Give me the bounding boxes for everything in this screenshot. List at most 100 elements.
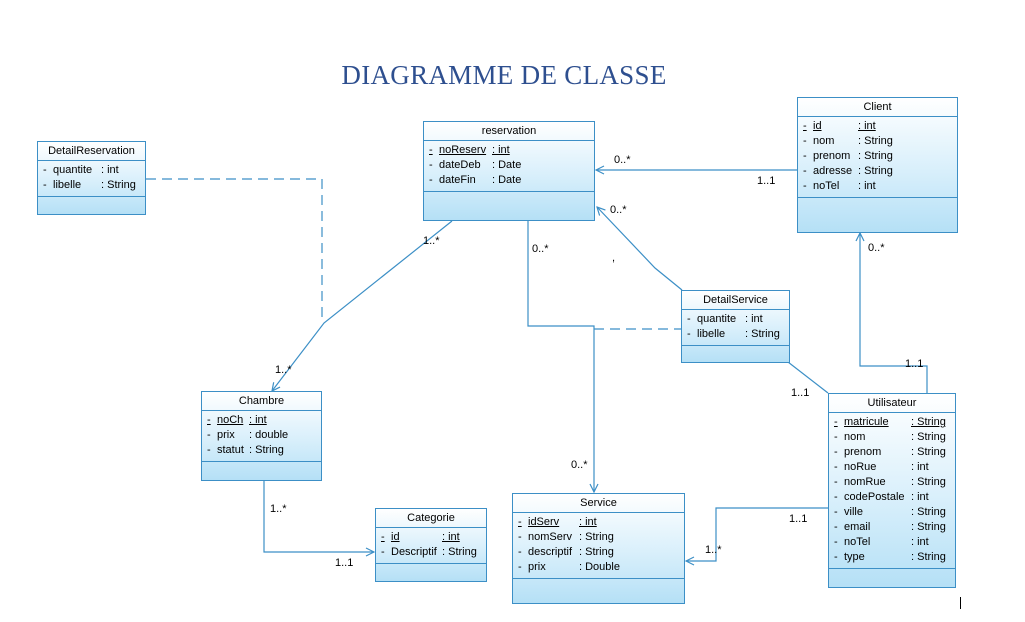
attribute-type: : int	[249, 414, 267, 426]
attribute-row: - nom : String	[829, 430, 955, 445]
attribute-name: noTel	[844, 536, 871, 548]
class-categorie[interactable]: Categorie - id : int - Descriptif : Stri…	[375, 508, 487, 582]
class-utilisateur[interactable]: Utilisateur - matricule : String - nom :…	[828, 393, 956, 588]
attribute-name: nom	[813, 135, 835, 147]
attribute-visibility: -	[803, 120, 807, 132]
assoc-utilisateur-client	[860, 233, 928, 393]
attribute-type: : String	[858, 165, 893, 177]
multiplicity-label: 0..*	[571, 459, 588, 471]
attribute-type: : String	[911, 416, 946, 428]
attribute-row: - statut : String	[202, 443, 321, 458]
attribute-type: : String	[911, 446, 946, 458]
class-name: Client	[798, 98, 957, 117]
class-name: Service	[513, 494, 684, 513]
assoc-chambre-categorie	[263, 481, 374, 552]
attribute-name: noTel	[813, 180, 840, 192]
attribute-type: : int	[911, 536, 929, 548]
attribute-compartment: - noReserv : int - dateDeb : Date - date…	[424, 141, 594, 192]
attribute-name: id	[391, 531, 400, 543]
attribute-name: matricule	[844, 416, 889, 428]
class-detailreservation[interactable]: DetailReservation - quantite : int - lib…	[37, 141, 146, 215]
attribute-type: : double	[249, 429, 289, 441]
multiplicity-label: 1..*	[423, 235, 440, 247]
attribute-row: - matricule : String	[829, 415, 955, 430]
multiplicity-label: 1..1	[757, 175, 776, 187]
attribute-name: descriptif	[528, 546, 573, 558]
attribute-type: : int	[911, 491, 929, 503]
multiplicity-label: 1..1	[789, 513, 808, 525]
attribute-row: - quantite : int	[38, 163, 145, 178]
attribute-type: : String	[911, 551, 946, 563]
attribute-visibility: -	[834, 461, 838, 473]
class-detailservice[interactable]: DetailService - quantite : int - libelle…	[681, 290, 790, 363]
multiplicity-label: 0..*	[614, 154, 631, 166]
attribute-type: : String	[249, 444, 284, 456]
attribute-type: : Date	[492, 174, 522, 186]
multiplicity-label: 1..1	[791, 387, 810, 399]
attribute-visibility: -	[687, 328, 691, 340]
attribute-visibility: -	[429, 174, 433, 186]
multiplicity-label: 1..*	[270, 503, 287, 515]
attribute-visibility: -	[834, 416, 838, 428]
attribute-type: : String	[579, 531, 614, 543]
attribute-visibility: -	[803, 180, 807, 192]
attribute-type: : String	[911, 431, 946, 443]
attribute-row: - email : String	[829, 520, 955, 535]
class-service[interactable]: Service - idServ : int - nomServ : Strin…	[512, 493, 685, 604]
attribute-name: statut	[217, 444, 244, 456]
class-name: Categorie	[376, 509, 486, 528]
attribute-type: : int	[858, 120, 876, 132]
class-client[interactable]: Client - id : int - nom : String - preno…	[797, 97, 958, 233]
attribute-row: - quantite : int	[682, 312, 789, 327]
class-reservation[interactable]: reservation - noReserv : int - dateDeb :…	[423, 121, 595, 221]
attribute-row: - type : String	[829, 550, 955, 565]
attribute-visibility: -	[429, 159, 433, 171]
attribute-row: - dateDeb : Date	[424, 158, 594, 173]
attribute-row: - idServ : int	[513, 515, 684, 530]
attribute-name: quantite	[53, 164, 93, 176]
attribute-type: : int	[858, 180, 876, 192]
multiplicity-label: 0..*	[868, 242, 885, 254]
attribute-visibility: -	[834, 521, 838, 533]
attribute-row: - prix : double	[202, 428, 321, 443]
attribute-visibility: -	[43, 164, 47, 176]
attribute-name: quantite	[697, 313, 737, 325]
attribute-visibility: -	[207, 444, 211, 456]
attribute-type: : String	[579, 546, 614, 558]
attribute-name: email	[844, 521, 871, 533]
attribute-type: : String	[911, 506, 946, 518]
multiplicity-label: 1..1	[905, 358, 924, 370]
attribute-visibility: -	[518, 561, 522, 573]
attribute-compartment: - noCh : int - prix : double - statut : …	[202, 411, 321, 462]
attribute-row: - Descriptif : String	[376, 545, 486, 560]
attribute-name: dateFin	[439, 174, 476, 186]
attribute-name: nomRue	[844, 476, 886, 488]
attribute-row: - noCh : int	[202, 413, 321, 428]
attribute-visibility: -	[207, 429, 211, 441]
attribute-type: : String	[745, 328, 780, 340]
attribute-name: ville	[844, 506, 863, 518]
attribute-row: - libelle : String	[38, 178, 145, 193]
attribute-visibility: -	[518, 531, 522, 543]
attribute-visibility: -	[834, 431, 838, 443]
attribute-row: - id : int	[798, 119, 957, 134]
multiplicity-label: 0..*	[610, 204, 627, 216]
attribute-type: : int	[101, 164, 119, 176]
attribute-row: - noTel : int	[829, 535, 955, 550]
text-cursor	[960, 597, 961, 609]
attribute-compartment: - quantite : int - libelle : String	[682, 310, 789, 346]
assoc-reservation-service	[527, 221, 594, 492]
attribute-row: - prix : Double	[513, 560, 684, 575]
attribute-type: : String	[911, 476, 946, 488]
stray-mark: ,	[612, 252, 616, 264]
class-chambre[interactable]: Chambre - noCh : int - prix : double - s…	[201, 391, 322, 481]
attribute-visibility: -	[803, 150, 807, 162]
attribute-visibility: -	[803, 135, 807, 147]
attribute-visibility: -	[834, 506, 838, 518]
attribute-row: - noReserv : int	[424, 143, 594, 158]
attribute-compartment: - quantite : int - libelle : String	[38, 161, 145, 197]
assoc-detailservice-reservation	[597, 207, 683, 291]
attribute-visibility: -	[687, 313, 691, 325]
attribute-visibility: -	[803, 165, 807, 177]
